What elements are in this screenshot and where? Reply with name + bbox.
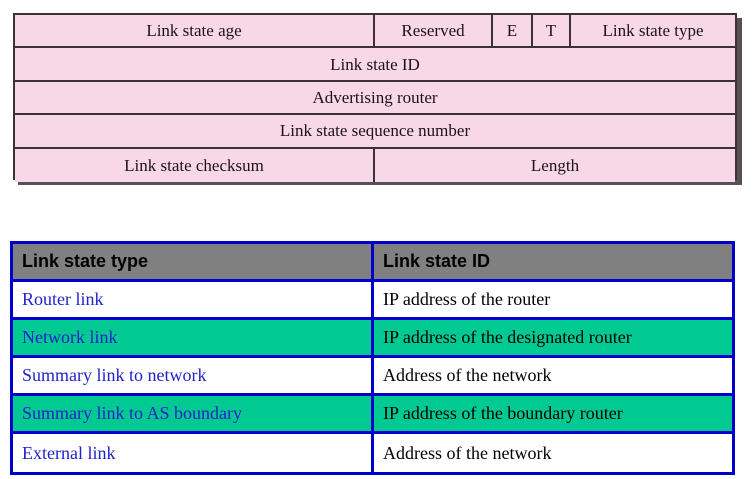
packet-field-link-state-id: Link state ID [330,54,420,74]
cell-link-state-id: IP address of the designated router [383,327,632,347]
cell-link-state-type: Summary link to AS boundary [13,396,374,431]
table-row: Summary link to network Address of the n… [13,358,732,396]
cell-link-state-type: Network link [13,320,374,355]
packet-field-e-bit: E [493,15,533,47]
table-row: Summary link to AS boundary IP address o… [13,396,732,434]
packet-row-3: Advertising router [15,81,735,116]
packet-row-5: Link state checksum Length [15,148,735,182]
cell-link-state-type: Router link [13,282,374,317]
packet-row-2: Link state ID [15,48,735,82]
packet-row-1: Link state age Reserved E T Link state t… [15,15,735,49]
table-row: External link Address of the network [13,434,732,472]
lsa-general-header-diagram: Link state age Reserved E T Link state t… [13,13,737,182]
table-row: Network link IP address of the designate… [13,320,732,358]
cell-link-state-type: External link [13,434,374,472]
cell-link-state-id: IP address of the boundary router [383,403,623,423]
column-header-link-state-type: Link state type [13,244,374,279]
cell-link-state-id: IP address of the router [383,289,551,309]
packet-field-reserved: Reserved [375,15,493,47]
cell-link-state-id: Address of the network [383,365,552,385]
column-header-link-state-id: Link state ID [383,251,491,271]
packet-field-link-state-checksum: Link state checksum [15,148,375,182]
packet-field-link-state-type: Link state type [602,21,704,41]
cell-link-state-type: Summary link to network [13,358,374,393]
packet-field-link-state-age: Link state age [15,15,375,47]
table-header-row: Link state type Link state ID [13,244,732,282]
packet-row-4: Link state sequence number [15,115,735,149]
packet-field-link-state-sequence-number: Link state sequence number [279,121,471,141]
packet-field-t-bit: T [533,15,571,47]
table-row: Router link IP address of the router [13,282,732,320]
packet-field-advertising-router: Advertising router [312,87,438,107]
cell-link-state-id: Address of the network [383,442,552,463]
link-state-type-table: Link state type Link state ID Router lin… [10,241,735,475]
packet-field-length: Length [530,155,580,175]
